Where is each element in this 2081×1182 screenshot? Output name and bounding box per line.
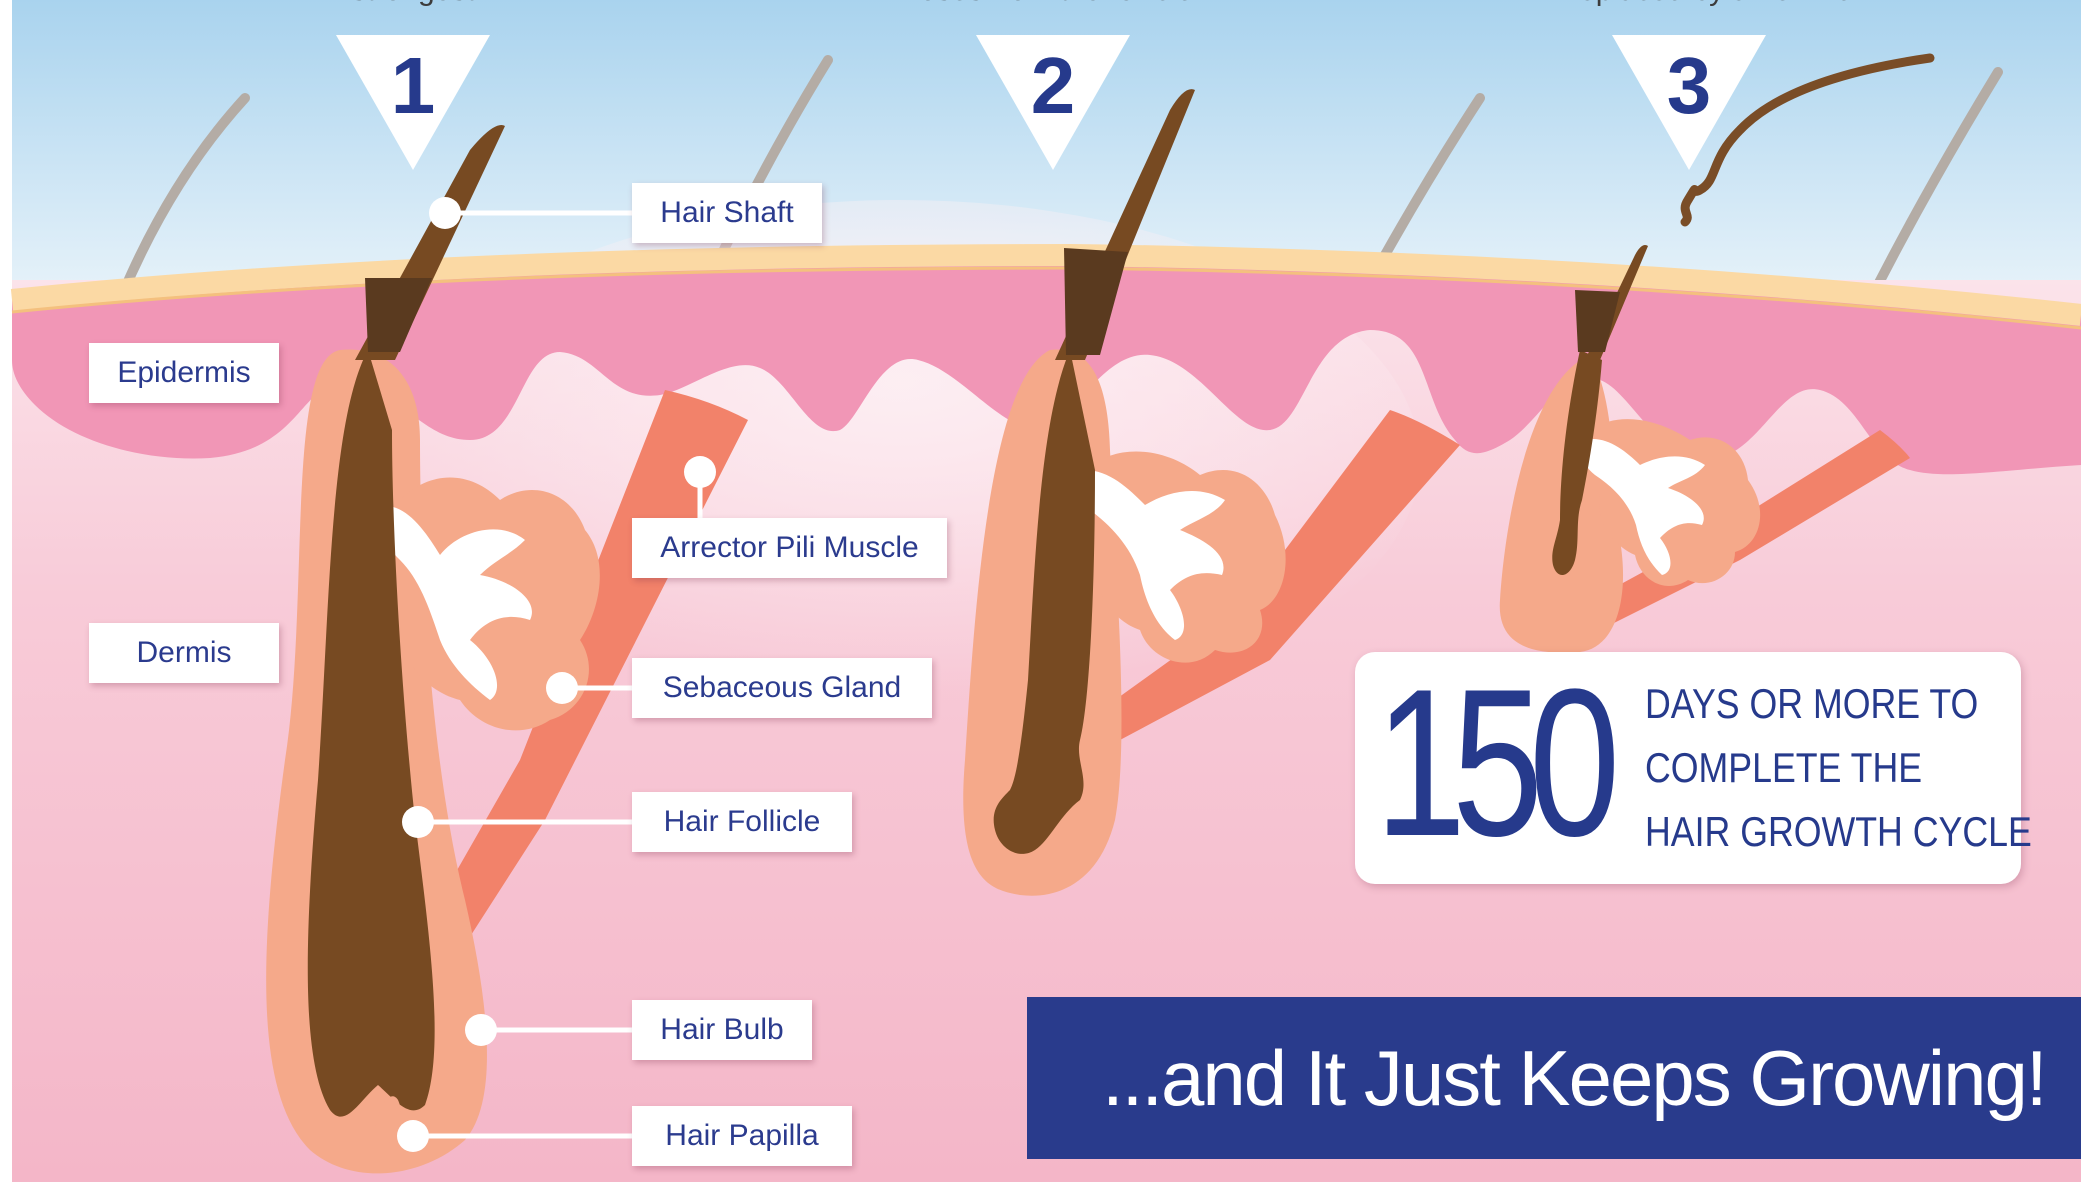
label-hair-papilla: Hair Papilla: [632, 1106, 852, 1166]
label-hair-follicle: Hair Follicle: [632, 792, 852, 852]
step-1-number: 1: [353, 46, 473, 126]
stat-line-3: HAIR GROWTH CYCLE: [1645, 808, 2032, 856]
stat-line-1: DAYS OR MORE TO: [1645, 680, 1978, 728]
tagline-text: ...and It Just Keeps Growing!: [1102, 1033, 2046, 1124]
step-1-caption-fragment: strongest: [213, 0, 613, 8]
step-3-caption-fragment: replaced by a new hair: [1520, 0, 1920, 8]
stat-line-2: COMPLETE THE: [1645, 744, 1922, 792]
label-arrector-pili-muscle: Arrector Pili Muscle: [632, 518, 947, 578]
label-dermis: Dermis: [89, 623, 279, 683]
step-3-number: 3: [1629, 46, 1749, 126]
label-sebaceous-gland: Sebaceous Gland: [632, 658, 932, 718]
stat-number: 150: [1375, 658, 1606, 868]
stat-box: 150 DAYS OR MORE TO COMPLETE THE HAIR GR…: [1355, 652, 2021, 884]
tagline-banner: ...and It Just Keeps Growing!: [1027, 997, 2081, 1159]
label-epidermis: Epidermis: [89, 343, 279, 403]
label-hair-bulb: Hair Bulb: [632, 1000, 812, 1060]
step-2-number: 2: [993, 46, 1113, 126]
step-2-caption-fragment: loses from the follicle: [853, 0, 1253, 8]
label-hair-shaft: Hair Shaft: [632, 183, 822, 243]
